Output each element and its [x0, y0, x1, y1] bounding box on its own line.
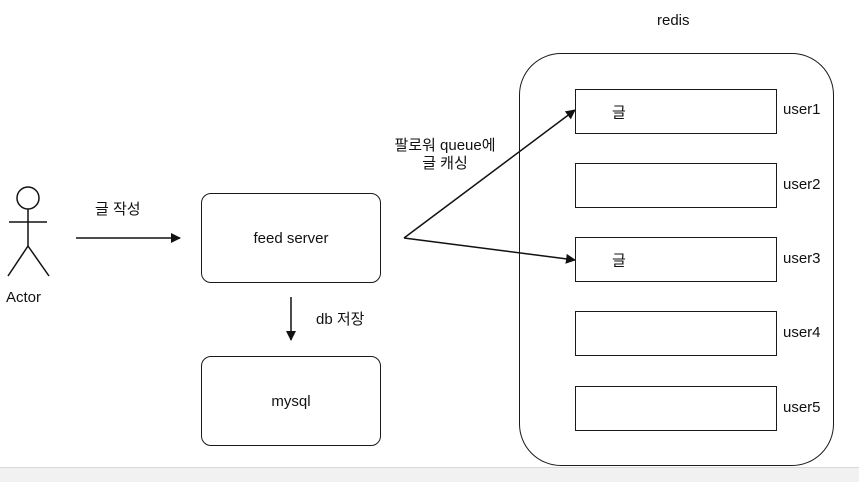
actor-label: Actor — [6, 289, 42, 306]
db-save-label: db 저장 — [316, 311, 365, 328]
fanout-label: 팔로워 queue에 글 캐싱 — [380, 137, 510, 173]
slot-user-label: user5 — [783, 399, 821, 416]
slot-user-label: user4 — [783, 324, 821, 341]
canvas-bottom-edge — [0, 467, 859, 482]
fanout-arrow-user1 — [403, 109, 576, 239]
queue-slot-user3[interactable]: 글 — [575, 237, 777, 282]
slot-content: 글 — [612, 104, 626, 121]
mysql-node[interactable]: mysql — [201, 356, 381, 446]
fanout-arrow-user3 — [403, 237, 576, 264]
feed-server-node[interactable]: feed server — [201, 193, 381, 283]
queue-slot-user2[interactable] — [575, 163, 777, 208]
mysql-label: mysql — [271, 392, 311, 410]
slot-user-label: user3 — [783, 250, 821, 267]
fanout-label-line2: 글 캐싱 — [422, 155, 468, 172]
fanout-label-line1: 팔로워 queue에 — [394, 137, 496, 154]
slot-content: 글 — [612, 252, 626, 269]
slot-user-label: user2 — [783, 176, 821, 193]
queue-slot-user1[interactable]: 글 — [575, 89, 777, 134]
feed-server-label: feed server — [253, 229, 329, 247]
queue-slot-user5[interactable] — [575, 386, 777, 431]
actor-figure — [7, 186, 50, 277]
slot-user-label: user1 — [783, 101, 821, 118]
queue-slot-user4[interactable] — [575, 311, 777, 356]
redis-container[interactable] — [519, 53, 834, 466]
redis-title: redis — [657, 12, 690, 29]
write-post-label: 글 작성 — [95, 201, 141, 218]
